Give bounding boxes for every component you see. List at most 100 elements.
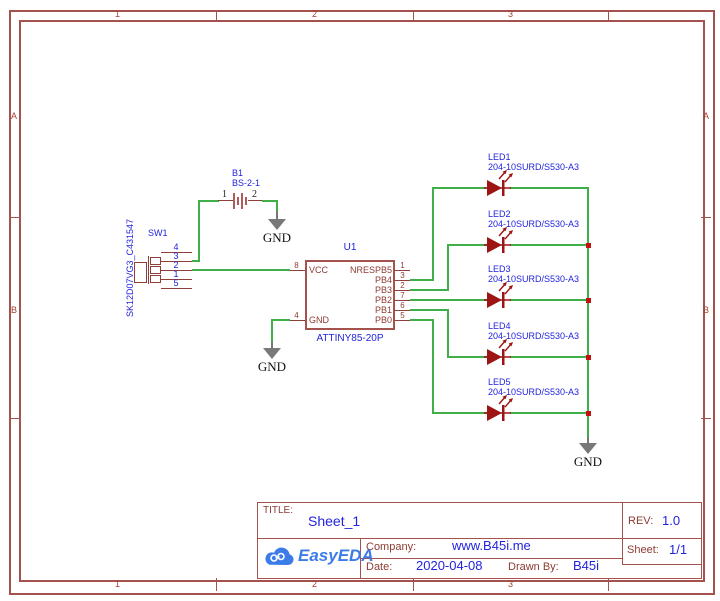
- component-ref[interactable]: U1: [343, 242, 357, 253]
- switch-pin[interactable]: [161, 261, 192, 262]
- wire[interactable]: [410, 299, 487, 301]
- led-symbol[interactable]: [483, 167, 517, 197]
- sheet-label: Sheet:: [627, 544, 659, 556]
- junction-dot[interactable]: [586, 411, 591, 416]
- wire[interactable]: [276, 200, 278, 213]
- component-ref[interactable]: LED5: [488, 377, 511, 387]
- sheet-value[interactable]: 1/1: [669, 542, 688, 557]
- switch-pin[interactable]: [161, 279, 192, 280]
- wire[interactable]: [410, 279, 434, 281]
- wire[interactable]: [271, 319, 273, 343]
- pin-name: PB4: [374, 275, 392, 285]
- date-value[interactable]: 2020-04-08: [416, 558, 483, 573]
- component-ref[interactable]: LED1: [488, 152, 511, 162]
- mcu-pin[interactable]: [395, 320, 410, 321]
- junction-dot[interactable]: [586, 355, 591, 360]
- component-ref[interactable]: SW1: [148, 228, 168, 238]
- mcu-pin[interactable]: [395, 310, 410, 311]
- junction-dot[interactable]: [586, 298, 591, 303]
- junction-dot[interactable]: [586, 243, 591, 248]
- wire[interactable]: [410, 319, 434, 321]
- led-symbol[interactable]: [483, 392, 517, 422]
- gnd-symbol-icon: [263, 348, 281, 359]
- wire[interactable]: [432, 412, 487, 414]
- component-value[interactable]: 204-10SURD/S530-A3: [488, 162, 580, 172]
- wire[interactable]: [192, 269, 290, 271]
- drawn-by-value[interactable]: B45i: [573, 558, 600, 573]
- component-ref[interactable]: LED3: [488, 264, 511, 274]
- company-label: Company:: [366, 541, 417, 553]
- frame-tick: [413, 10, 414, 20]
- switch-pin[interactable]: [161, 252, 192, 253]
- mcu-pin[interactable]: [290, 270, 305, 271]
- pin-number: 3: [400, 271, 405, 280]
- pin-number: 4: [173, 242, 179, 252]
- wire[interactable]: [447, 356, 487, 358]
- led-arrow-icon: [508, 342, 513, 347]
- mcu-pin[interactable]: [290, 320, 305, 321]
- net-label: GND: [573, 454, 603, 469]
- pin-number: 2: [173, 260, 179, 270]
- led-triangle-icon: [487, 292, 502, 308]
- wire[interactable]: [587, 187, 589, 439]
- component-value[interactable]: 204-10SURD/S530-A3: [488, 331, 580, 341]
- gnd-symbol-icon: [276, 211, 278, 219]
- wire[interactable]: [447, 244, 487, 246]
- led-arrow-icon: [508, 230, 513, 235]
- wire[interactable]: [199, 200, 219, 202]
- wire[interactable]: [447, 309, 449, 358]
- wire[interactable]: [432, 319, 434, 414]
- component-value[interactable]: BS-2-1: [232, 178, 261, 188]
- led-arrow-icon: [502, 395, 507, 400]
- wire[interactable]: [192, 260, 200, 262]
- mcu-pin[interactable]: [395, 270, 410, 271]
- wire[interactable]: [262, 200, 278, 202]
- led-symbol[interactable]: [483, 279, 517, 309]
- component-ref[interactable]: LED4: [488, 321, 511, 331]
- wire[interactable]: [410, 289, 449, 291]
- wire[interactable]: [447, 244, 449, 291]
- component-value[interactable]: 204-10SURD/S530-A3: [488, 219, 580, 229]
- rev-label: REV:: [628, 515, 654, 527]
- component-ref[interactable]: B1: [232, 168, 244, 178]
- component-value[interactable]: 204-10SURD/S530-A3: [488, 274, 580, 284]
- led-arrow-icon: [502, 170, 507, 175]
- frame-tick: [9, 418, 19, 419]
- mcu-body[interactable]: [305, 260, 395, 330]
- wire[interactable]: [510, 356, 589, 358]
- mcu-pin[interactable]: [395, 300, 410, 301]
- rev-value[interactable]: 1.0: [662, 513, 681, 528]
- wire[interactable]: [410, 309, 449, 311]
- mcu-pin[interactable]: [395, 280, 410, 281]
- sheet-title[interactable]: Sheet_1: [308, 513, 361, 529]
- led-arrow-icon: [508, 285, 513, 290]
- wire[interactable]: [432, 187, 486, 189]
- pin-name: PB3: [374, 285, 392, 295]
- component-value[interactable]: ATTINY85-20P: [316, 333, 384, 344]
- company-value[interactable]: www.B45i.me: [452, 538, 531, 553]
- wire[interactable]: [510, 299, 589, 301]
- battery-pin[interactable]: [218, 200, 234, 201]
- switch-pin[interactable]: [161, 288, 192, 289]
- wire[interactable]: [432, 187, 434, 281]
- led-arrow-icon: [508, 173, 513, 178]
- mcu-pin[interactable]: [395, 290, 410, 291]
- pin-name: PB1: [374, 305, 392, 315]
- led-symbol[interactable]: [483, 224, 517, 254]
- switch-pin[interactable]: [161, 270, 192, 271]
- battery-pin[interactable]: [248, 200, 262, 201]
- wire[interactable]: [510, 412, 589, 414]
- wire[interactable]: [510, 187, 589, 189]
- frame-tick: [701, 418, 711, 419]
- led-symbol[interactable]: [483, 336, 517, 366]
- wire[interactable]: [272, 319, 290, 321]
- wire[interactable]: [510, 244, 589, 246]
- title-label: TITLE:: [263, 505, 294, 516]
- component-value[interactable]: 204-10SURD/S530-A3: [488, 387, 580, 397]
- wire[interactable]: [198, 200, 200, 262]
- column-label: 3: [508, 9, 514, 19]
- gnd-symbol-icon: [587, 437, 589, 444]
- logo-text: EasyEDA: [298, 546, 374, 565]
- component-ref[interactable]: LED2: [488, 209, 511, 219]
